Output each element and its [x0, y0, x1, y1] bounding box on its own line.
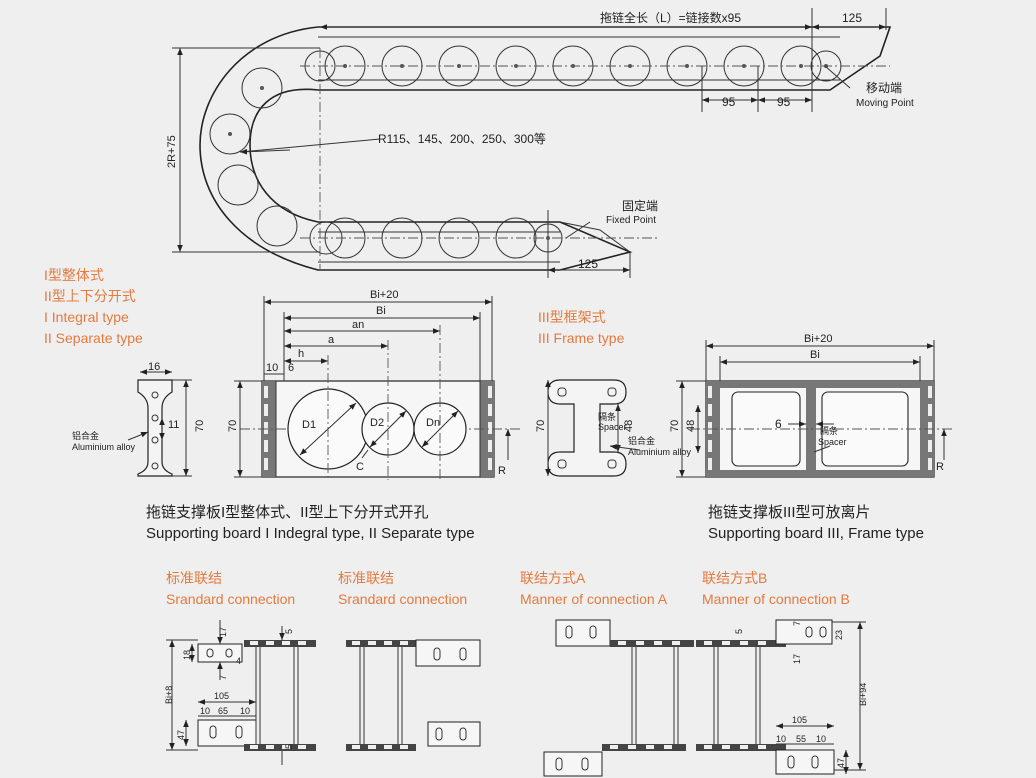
board-i-ii-drawing: 16 70 11 铝合金 Aluminium alloy D1 D2 Dn C [72, 289, 520, 542]
dim-6-frame: 6 [775, 417, 782, 431]
connection-titles: 标准联结 Srandard connection 标准联结 Srandard c… [166, 570, 850, 607]
dim-17: 17 [218, 627, 228, 637]
standard-connection-1: Bi+8 18 17 4 7 5 5 105 10 65 10 47 [164, 620, 316, 765]
dim-a: a [328, 334, 335, 346]
alloy-en-left: Aluminium alloy [72, 442, 136, 452]
b-dim-7: 7 [792, 621, 802, 626]
b-dim-47: 47 [836, 758, 846, 768]
conn-a-en: Manner of connection A [520, 591, 668, 607]
b-dim-105: 105 [792, 715, 807, 725]
std2-en: Srandard connection [338, 591, 467, 607]
standard-connection-2 [346, 639, 481, 751]
dim-11: 11 [168, 419, 179, 431]
dim-70-front-left: 70 [227, 420, 239, 432]
dim-10-left: 10 [266, 362, 278, 374]
conn-a-cn: 联结方式A [520, 570, 586, 586]
label-dn: Dn [426, 417, 440, 429]
dim-4: 4 [236, 656, 241, 666]
dim-48-frame-front: 48 [685, 420, 697, 432]
b-dim-bi94: Bi+94 [858, 683, 868, 706]
caption-right-en: Supporting board III, Frame type [708, 525, 924, 542]
spacer-en-side: Spacer [598, 422, 627, 432]
dim-105: 105 [214, 691, 229, 701]
dim-70-frame-front: 70 [669, 420, 681, 432]
connection-a [543, 619, 694, 777]
board-iii-drawing: 70 48 隔条 Spacer 铝合金 Aluminium alloy Bi+2… [535, 333, 955, 542]
alloy-en-right: Aluminium alloy [628, 447, 692, 457]
caption-left-cn: 拖链支撑板I型整体式、II型上下分开式开孔 [146, 503, 429, 521]
spacer-cn-side: 隔条 [598, 411, 616, 422]
dim-70-side: 70 [194, 420, 206, 432]
connection-b: 7 23 5 17 Bi+94 105 10 55 10 47 [696, 619, 868, 775]
dim-95-a: 95 [722, 95, 736, 109]
std2-cn: 标准联结 [338, 570, 394, 586]
dim-bi20-right: Bi+20 [804, 333, 832, 345]
b-dim-5: 5 [734, 629, 744, 634]
dim-95-b: 95 [777, 95, 791, 109]
dim-h: h [298, 348, 304, 360]
b-dim-55: 55 [796, 734, 806, 744]
type-i-cn: I型整体式 [44, 267, 104, 283]
dim-70-frame-side: 70 [535, 420, 547, 432]
caption-left-en: Supporting board I Indegral type, II Sep… [146, 525, 475, 542]
dim-bi20-left: Bi+20 [370, 289, 398, 301]
chain-outline-outer [199, 26, 892, 271]
dim-6-left: 6 [288, 362, 294, 374]
type-titles: I型整体式 II型上下分开式 I Integral type II Separa… [44, 267, 625, 346]
caption-right-cn: 拖链支撑板III型可放离片 [708, 503, 871, 521]
b-dim-10b: 10 [816, 734, 826, 744]
std1-cn: 标准联结 [166, 570, 222, 586]
label-r-right: R [936, 461, 944, 473]
radius-label: R115、145、200、250、300等 [378, 132, 546, 146]
dim-48-frame-side: 48 [623, 420, 635, 432]
dim-5-top: 5 [284, 629, 294, 634]
label-r-left: R [498, 465, 506, 477]
fixed-point-en: Fixed Point [606, 215, 656, 226]
dim-65: 65 [218, 706, 228, 716]
type-iii-cn: III型框架式 [538, 309, 606, 325]
std1-en: Srandard connection [166, 591, 295, 607]
conn-b-en: Manner of connection B [702, 591, 850, 607]
type-ii-cn: II型上下分开式 [44, 288, 136, 304]
dim-bi-left: Bi [376, 305, 386, 317]
dim-18: 18 [182, 650, 192, 660]
height-label: 2R+75 [166, 135, 178, 168]
total-length-label: 拖链全长（L）=链接数x95 [600, 10, 741, 25]
dim-an: an [352, 319, 364, 331]
b-dim-17: 17 [792, 654, 802, 664]
type-i-en: I Integral type [44, 309, 129, 325]
dim-16: 16 [148, 361, 160, 373]
label-d2: D2 [370, 417, 384, 429]
dim-10-a: 10 [200, 706, 210, 716]
dim-7: 7 [218, 675, 228, 680]
b-dim-23: 23 [834, 630, 844, 640]
dim-bi8: Bi+8 [164, 686, 174, 704]
moving-point-cn: 移动端 [866, 81, 902, 95]
dim-10-b: 10 [240, 706, 250, 716]
conn-b-cn: 联结方式B [702, 570, 767, 586]
alloy-cn-right: 铝合金 [628, 435, 655, 446]
type-ii-en: II Separate type [44, 330, 143, 346]
fixed-point-cn: 固定端 [622, 198, 658, 213]
dim-5-bottom: 5 [284, 744, 294, 749]
chain-side-view [199, 26, 892, 271]
label-c: C [356, 461, 364, 473]
type-iii-en: III Frame type [538, 330, 625, 346]
dim-125-bottom: 125 [578, 257, 598, 271]
top-dimensions: 拖链全长（L）=链接数x95 125 95 95 移动端 Moving Poin… [166, 8, 914, 278]
alloy-cn-left: 铝合金 [72, 430, 99, 441]
dim-125-top: 125 [842, 11, 862, 25]
dim-47: 47 [176, 730, 186, 740]
moving-point-en: Moving Point [856, 98, 914, 109]
dim-bi-right: Bi [810, 349, 820, 361]
spacer-en-front: Spacer [818, 437, 847, 447]
spacer-cn-front: 隔条 [820, 425, 838, 436]
board-side-profile [137, 379, 173, 477]
label-d1: D1 [302, 419, 316, 431]
b-dim-10a: 10 [776, 734, 786, 744]
